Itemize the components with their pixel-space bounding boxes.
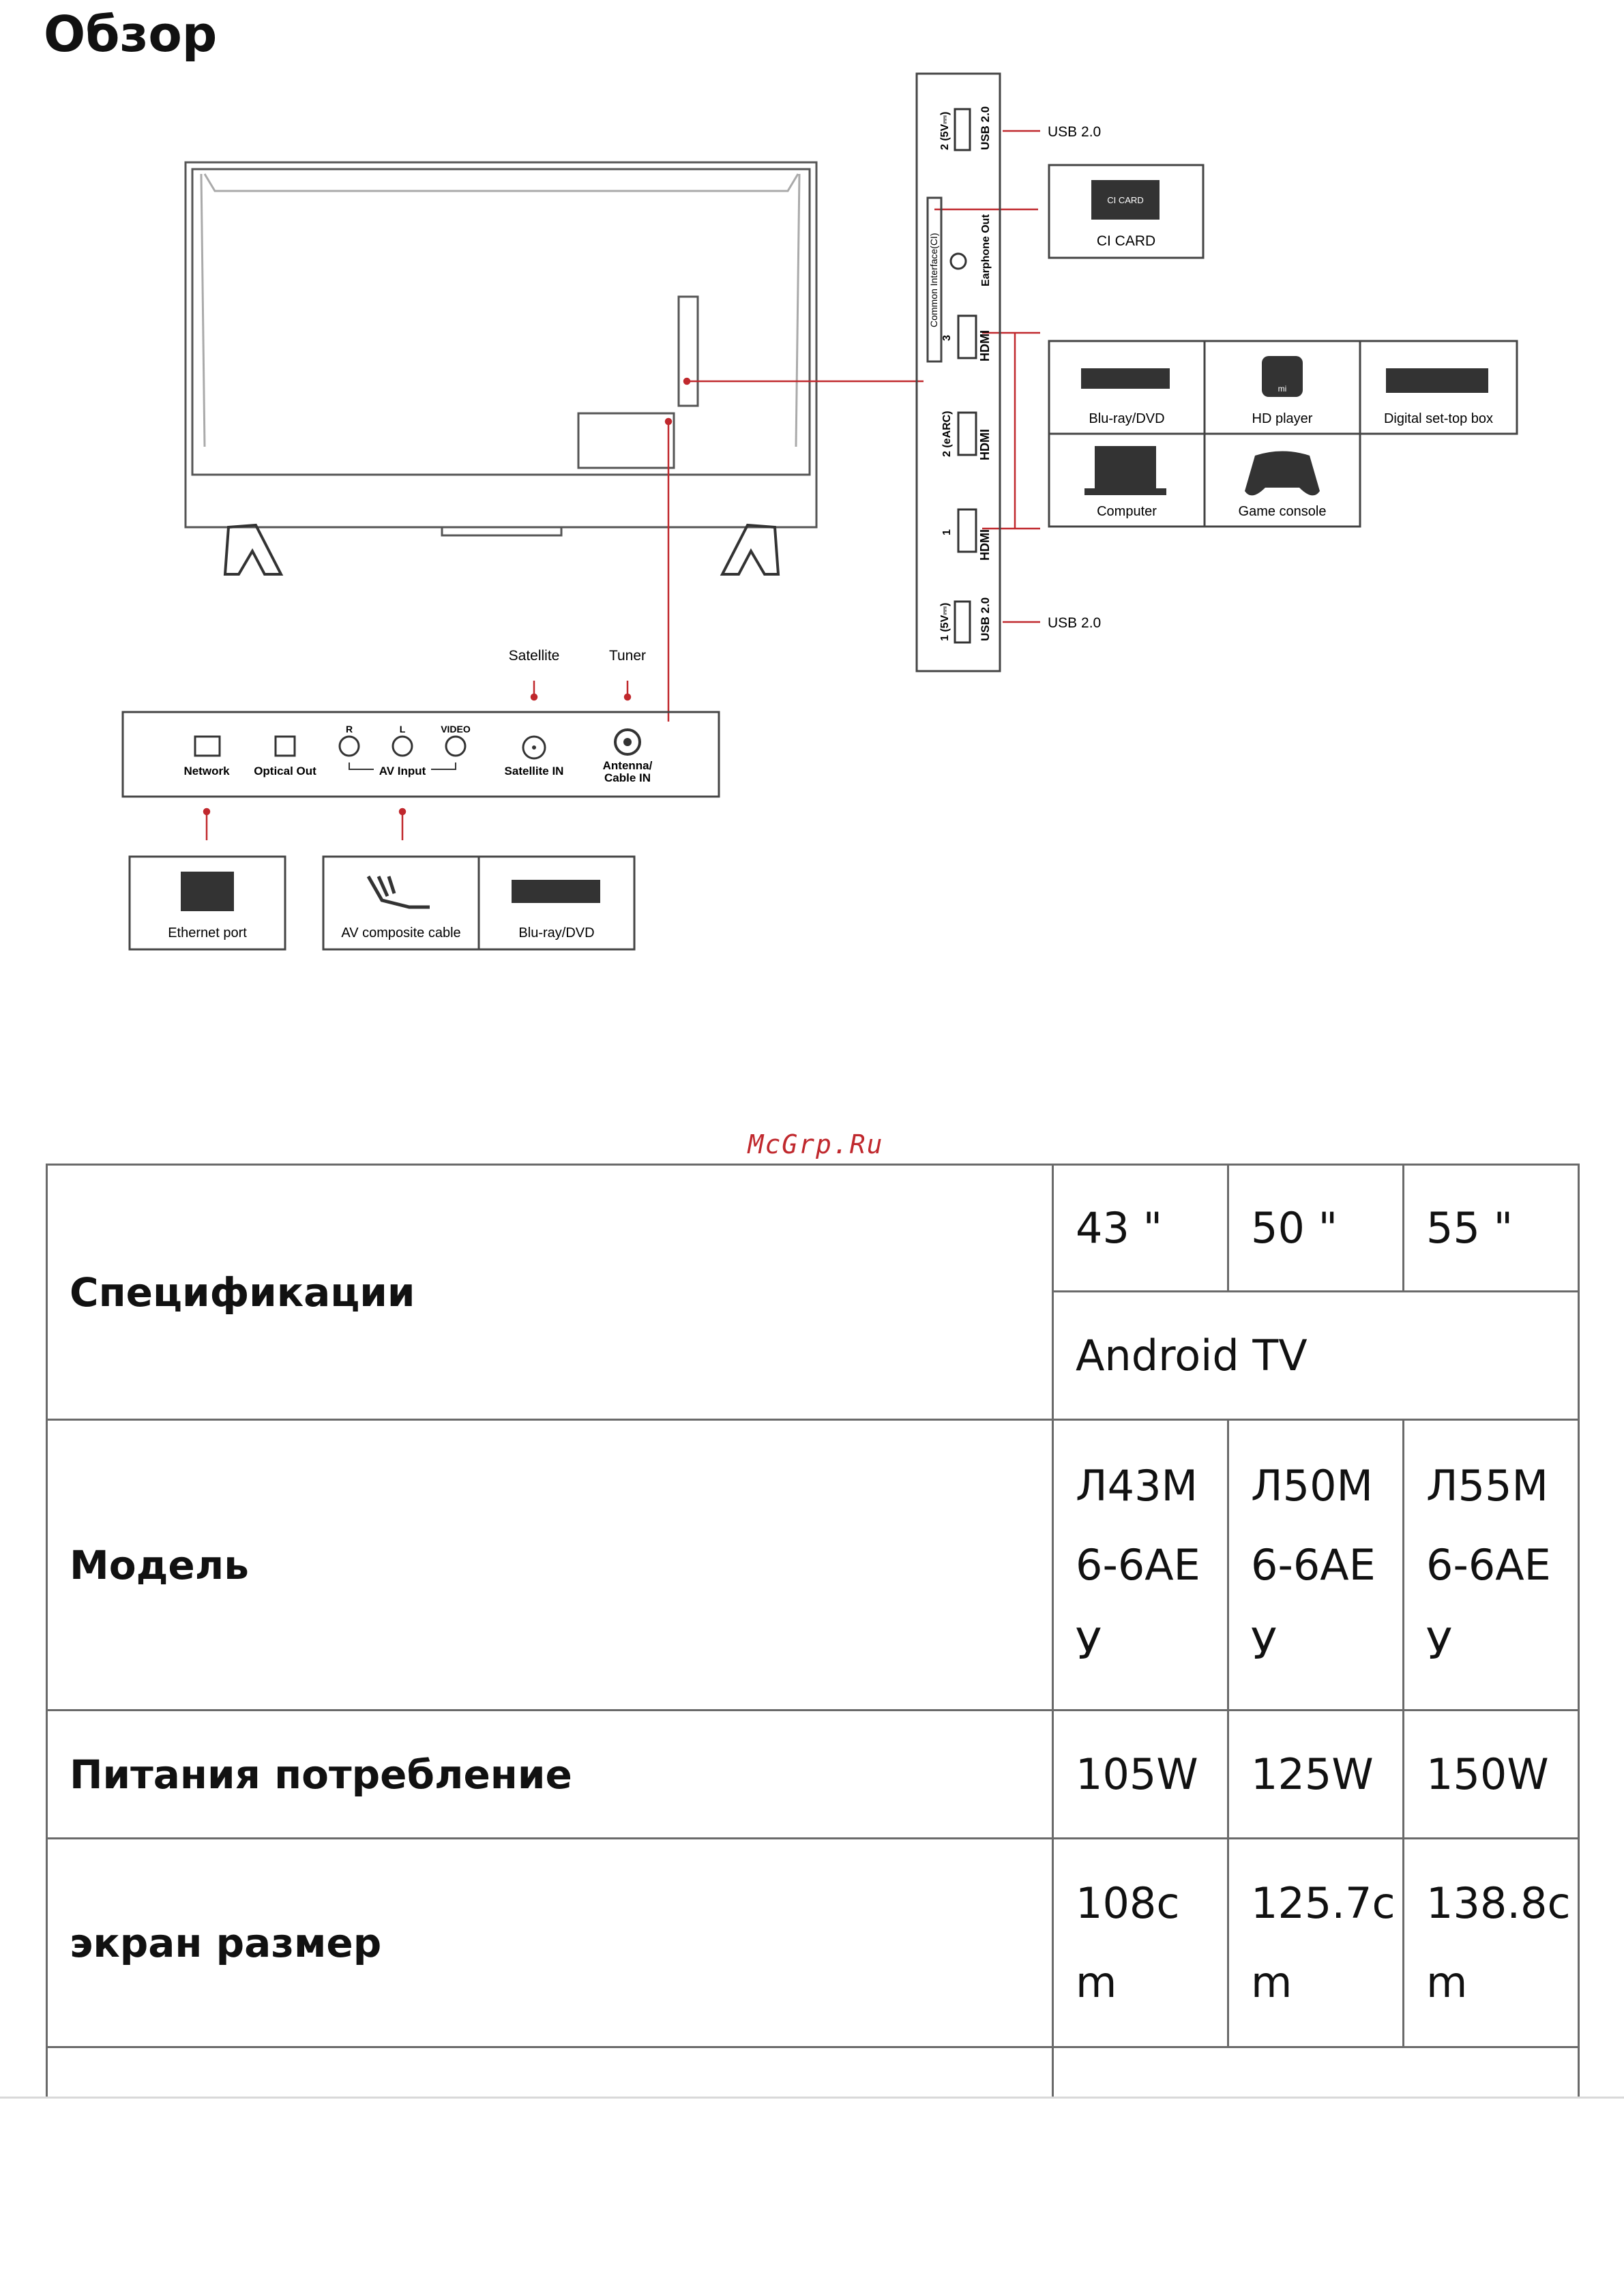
device-labels: Blu-ray/DVD HD player Digital set-top bo… <box>1089 411 1493 519</box>
ethernet-port-icon <box>181 872 234 911</box>
optical-port-icon <box>274 735 296 757</box>
row-label-model: Модель <box>46 1419 1054 1711</box>
av-input-label: AV Input <box>379 765 426 778</box>
table-row: Модель Л43М 6-6АЕ У Л50М 6-6АЕ У Л55М 6-… <box>46 1419 1580 1711</box>
av-r-jack-icon <box>338 735 360 757</box>
screen-55: 138.8c m <box>1402 1837 1580 2048</box>
power-43: 105W <box>1052 1709 1229 1839</box>
bluray-bottom-icon <box>512 880 600 903</box>
hdmi2-label: HDMI <box>978 429 992 460</box>
connection-lines <box>203 130 1040 840</box>
game-console-icon <box>1245 451 1320 496</box>
bottom-device-label-av-cable: AV composite cable <box>341 926 460 941</box>
size-43: 43 " <box>1052 1164 1229 1292</box>
size-55: 55 " <box>1402 1164 1580 1292</box>
av-video-jack-icon <box>445 735 467 757</box>
device-label-game-console: Game console <box>1239 504 1327 519</box>
ci-card-box: CI CARD CI CARD <box>1048 164 1205 259</box>
device-label-bluray: Blu-ray/DVD <box>1089 411 1164 426</box>
table-row: Питания потребление 105W 125W 150W <box>46 1709 1580 1839</box>
earphone-label: Earphone Out <box>980 214 992 286</box>
satellite-port-icon <box>522 735 546 760</box>
antenna-label: Antenna/ <box>603 759 653 772</box>
tv-connections-diagram: USB 2.0 2 (5V⎓) Common Interface(CI) Ear… <box>121 72 1518 951</box>
settop-box-icon <box>1386 368 1488 393</box>
usb-bottom-port-label: USB 2.0 <box>979 597 992 641</box>
bottom-device-label-ethernet: Ethernet port <box>168 926 247 941</box>
bottom-device-label-bluray: Blu-ray/DVD <box>518 926 594 941</box>
device-label-computer: Computer <box>1097 504 1157 519</box>
bottom-device-grid <box>128 855 636 951</box>
table-row: Спецификации 43 " 50 " 55 " <box>46 1164 1580 1421</box>
tv-back-illustration <box>184 161 818 576</box>
network-label: Network <box>183 765 230 778</box>
page-title: Обзор <box>44 5 218 63</box>
hdmi1-label: HDMI <box>978 529 992 561</box>
device-icons: mi <box>1081 356 1488 496</box>
hd-player-icon <box>1262 356 1303 397</box>
specifications-table: Спецификации 43 " 50 " 55 " Android TV М… <box>46 1164 1580 2130</box>
hdmi2-number: 2 (eARC) <box>941 411 953 457</box>
hdmi3-number: 3 <box>941 335 953 341</box>
earphone-jack-icon <box>949 252 967 270</box>
av-l-label: L <box>400 724 406 735</box>
device-label-hd-player: HD player <box>1252 411 1313 426</box>
screen-50: 125.7c m <box>1227 1837 1404 2048</box>
usb-bottom-callout: USB 2.0 <box>1048 615 1101 631</box>
usb-bottom-port-number: 1 (5V⎓) <box>939 603 951 641</box>
ci-slot-label: Common Interface(CI) <box>928 233 939 327</box>
device-label-settop: Digital set-top box <box>1384 411 1493 426</box>
device-grid <box>1048 340 1518 528</box>
usb-top-port-label: USB 2.0 <box>979 106 992 150</box>
av-video-label: VIDEO <box>441 724 471 735</box>
watermark: McGrp.Ru <box>748 1129 884 1159</box>
os-cell: Android TV <box>1052 1290 1580 1421</box>
blank-area <box>0 2099 1624 2295</box>
hd-player-logo: mi <box>1278 384 1287 394</box>
table-row: Android TV <box>47 1290 1580 1421</box>
bottom-port-panel: Network Optical Out R L VIDEO AV Input S… <box>121 711 720 798</box>
satellite-in-label: Satellite IN <box>505 765 564 778</box>
bottom-divider <box>0 2097 1624 2099</box>
av-r-label: R <box>346 724 353 735</box>
power-55: 150W <box>1402 1709 1580 1839</box>
side-port-panel: USB 2.0 2 (5V⎓) Common Interface(CI) Ear… <box>915 72 1001 672</box>
model-43: Л43М 6-6АЕ У <box>1052 1419 1229 1711</box>
network-port-icon <box>194 735 221 757</box>
row-label-screen: экран размер <box>46 1837 1054 2048</box>
ci-card-text: CI CARD <box>1107 195 1143 205</box>
size-50: 50 " <box>1227 1164 1404 1292</box>
satellite-callout: Satellite <box>509 648 560 664</box>
model-50: Л50М 6-6АЕ У <box>1227 1419 1404 1711</box>
usb-top-callout: USB 2.0 <box>1048 124 1101 140</box>
tuner-callout: Tuner <box>609 648 646 664</box>
antenna-port-icon <box>614 728 641 756</box>
av-cable-icon <box>366 875 430 909</box>
model-55: Л55М 6-6АЕ У <box>1402 1419 1580 1711</box>
usb-top-port-number: 2 (5V⎓) <box>939 112 951 150</box>
computer-icon <box>1095 446 1156 488</box>
hdmi3-label: HDMI <box>978 330 992 361</box>
table-row: экран размер 108c m 125.7c m 138.8c m <box>46 1837 1580 2048</box>
optical-label: Optical Out <box>254 765 316 778</box>
cable-in-label: Cable IN <box>604 771 651 784</box>
ci-card-label: CI CARD <box>1097 233 1155 249</box>
power-50: 125W <box>1227 1709 1404 1839</box>
bluray-icon <box>1081 368 1170 389</box>
hdmi1-number: 1 <box>941 529 953 535</box>
row-label-specs: Спецификации <box>46 1164 1054 1421</box>
screen-43: 108c m <box>1052 1837 1229 2048</box>
row-label-power: Питания потребление <box>46 1709 1054 1839</box>
av-l-jack-icon <box>392 735 413 757</box>
